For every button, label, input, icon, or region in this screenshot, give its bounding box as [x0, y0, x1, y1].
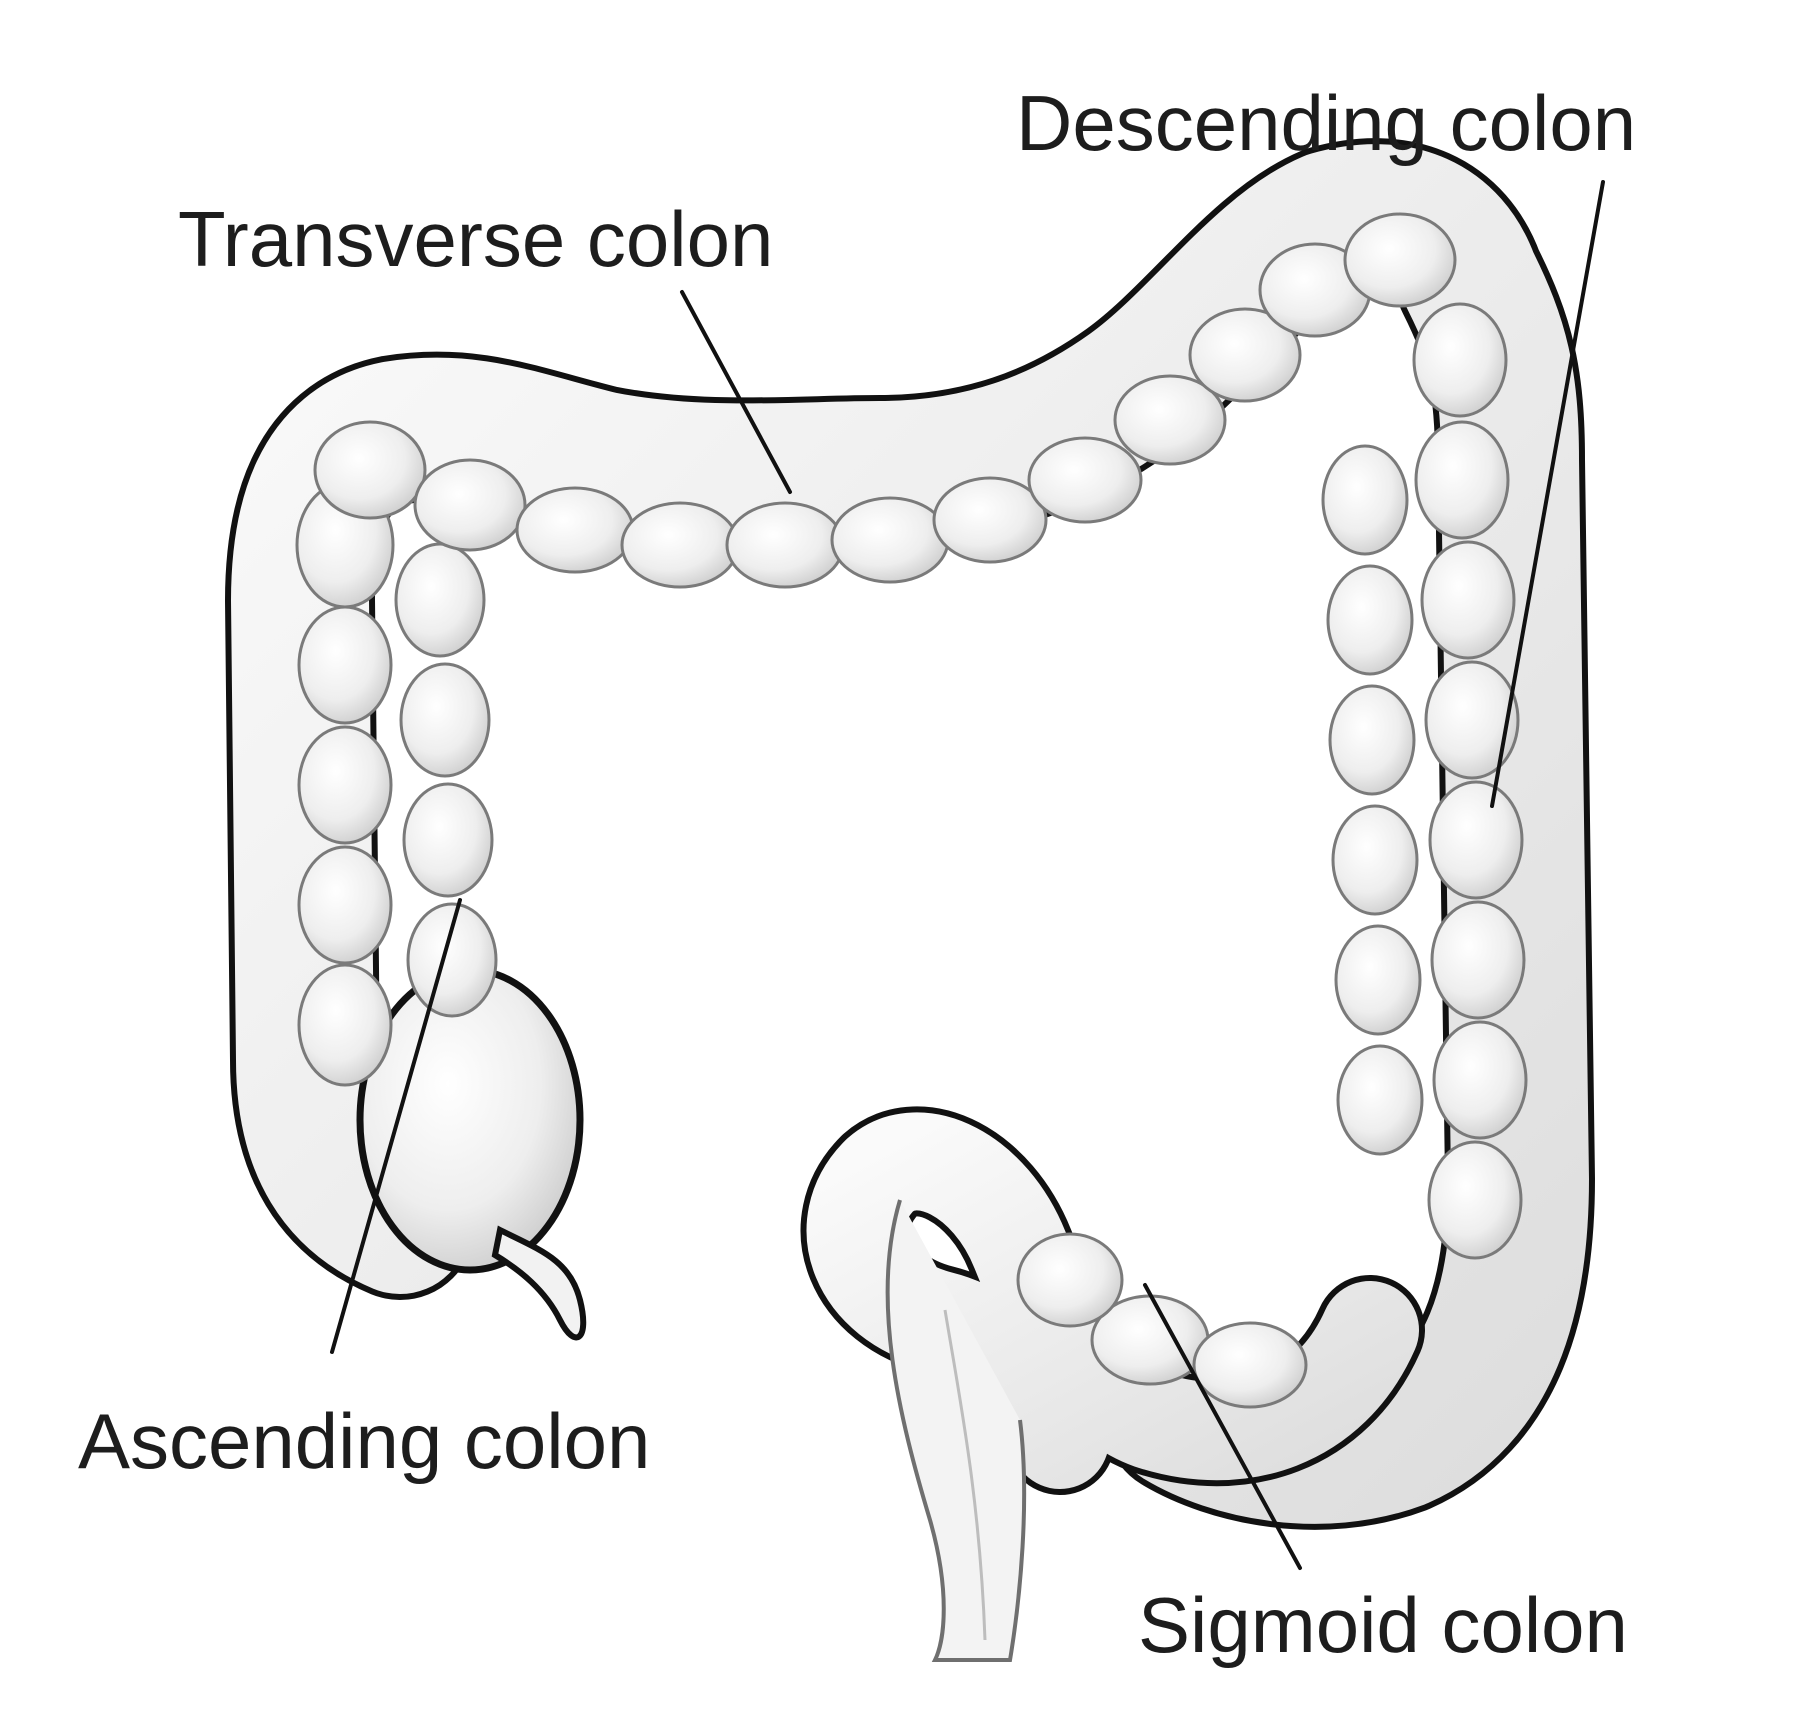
haustra-transverse: [313, 212, 1457, 589]
label-transverse-colon: Transverse colon: [178, 195, 774, 283]
label-descending-colon: Descending colon: [1016, 79, 1637, 167]
appendix: [491, 1225, 587, 1341]
leader-lines: [330, 180, 1605, 1570]
haustra-descending: [1321, 302, 1528, 1260]
rectum: [885, 1199, 1027, 1662]
cecum: [356, 966, 584, 1274]
leader-transverse: [680, 290, 792, 494]
label-ascending-colon: Ascending colon: [78, 1397, 651, 1485]
leader-descending: [1490, 180, 1605, 808]
haustra-ascending: [295, 481, 498, 1087]
leader-ascending: [330, 898, 462, 1354]
label-sigmoid-colon: Sigmoid colon: [1138, 1581, 1628, 1669]
sigmoid-rectum: [800, 1106, 1425, 1662]
leader-sigmoid: [1143, 1283, 1302, 1570]
